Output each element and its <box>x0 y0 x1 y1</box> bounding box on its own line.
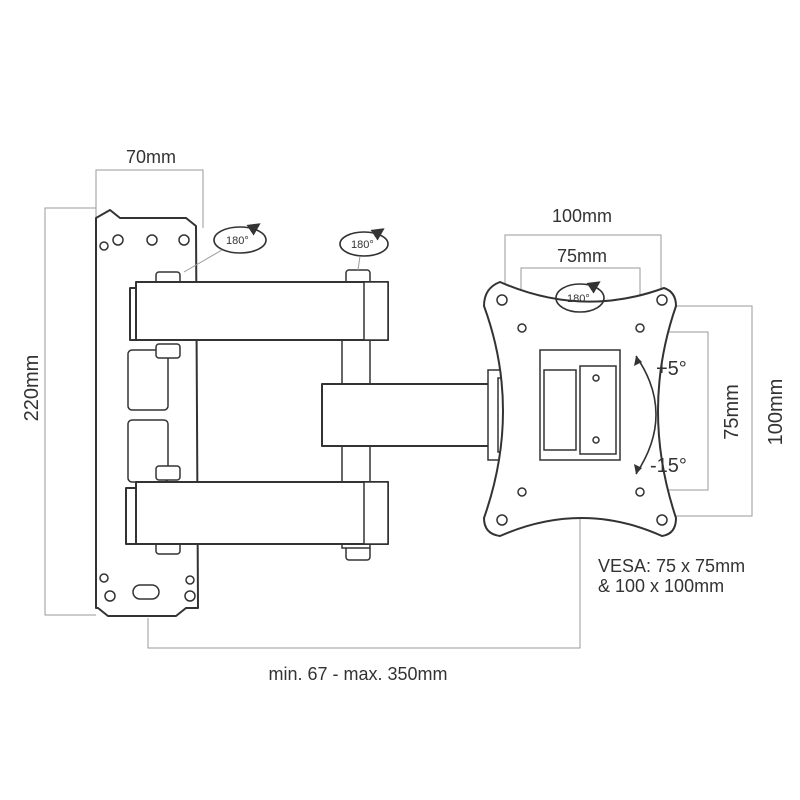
rotation-indicator-plate: 180° <box>555 281 605 313</box>
vesa-plate <box>483 281 677 537</box>
wall-plate <box>95 209 199 617</box>
dimension-lines <box>44 169 753 649</box>
wall-plate-hole <box>99 241 109 251</box>
vesa-hole-100 <box>656 294 668 306</box>
plate-rotation-label: 180° <box>567 293 590 305</box>
vesa-hole-75 <box>517 323 527 333</box>
tilt-down-label: -15° <box>650 455 687 477</box>
wall-plate-hole <box>104 590 116 602</box>
arm-rotation-label: 180° <box>351 239 374 251</box>
front-arm <box>321 369 507 461</box>
vesa-hole-100 <box>656 514 668 526</box>
tilt-up-label: +5° <box>656 358 687 380</box>
upper-arm <box>129 281 389 341</box>
vesa-inner-width-label: 75mm <box>557 246 607 266</box>
rotation-indicator-wall: 180° <box>183 223 267 273</box>
vesa-hole-100 <box>496 294 508 306</box>
vesa-outer-width-label: 100mm <box>552 206 612 226</box>
wall-plate-hole <box>112 234 124 246</box>
rotation-indicator-arm: 180° <box>339 228 389 271</box>
vesa-hole-75 <box>635 487 645 497</box>
lower-arm <box>125 481 389 545</box>
vesa-hole-75 <box>635 323 645 333</box>
wall-plate-slot <box>132 584 160 600</box>
wall-plate-hole <box>99 573 109 583</box>
vesa-note-line1: VESA: 75 x 75mm <box>598 556 745 576</box>
extension-range-label: min. 67 - max. 350mm <box>268 664 447 684</box>
wall-rotation-label: 180° <box>226 235 249 247</box>
vesa-hole-75 <box>517 487 527 497</box>
wall-plate-width-label: 70mm <box>126 147 176 167</box>
vesa-note-line2: & 100 x 100mm <box>598 576 724 596</box>
wall-plate-hole <box>146 234 158 246</box>
wall-plate-hole <box>184 590 196 602</box>
tilt-indicator <box>634 355 657 475</box>
vesa-hole-100 <box>496 514 508 526</box>
wall-plate-height-label: 220mm <box>21 355 43 422</box>
wall-plate-hole <box>185 575 195 585</box>
wall-plate-hole <box>178 234 190 246</box>
vesa-inner-height-label: 75mm <box>721 384 743 440</box>
vesa-outer-height-label: 100mm <box>765 379 787 446</box>
